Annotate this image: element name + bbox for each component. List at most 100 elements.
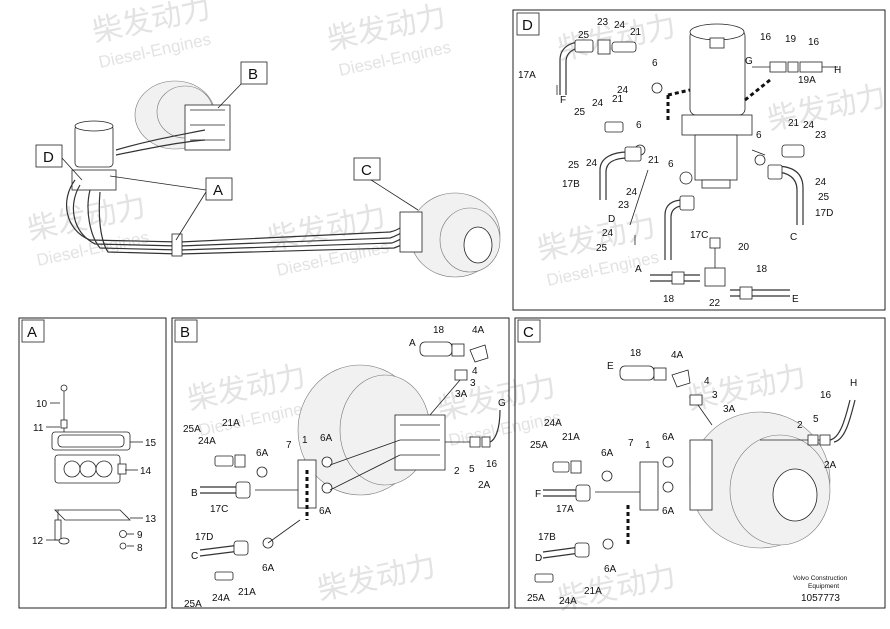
panel-a-title: A — [27, 324, 37, 341]
label-c-7: 7 — [628, 438, 634, 449]
label-d-18-2: 18 — [756, 264, 768, 275]
label-c-2a: 2A — [824, 460, 837, 471]
label-a-15: 15 — [145, 438, 157, 449]
label-b-4: 4 — [472, 366, 478, 377]
label-b-6a-2: 6A — [320, 433, 333, 444]
label-b-7: 7 — [286, 440, 292, 451]
label-b-21a-2: 21A — [238, 587, 256, 598]
label-b-4a: 4A — [472, 325, 485, 336]
label-d-25-2: 25 — [574, 107, 586, 118]
label-b-24a-2: 24A — [212, 593, 230, 604]
label-c-24a: 24A — [544, 418, 562, 429]
label-c-4a: 4A — [671, 350, 684, 361]
label-a-8: 8 — [137, 543, 143, 554]
label-c-17b: 17B — [538, 532, 556, 543]
label-a-13: 13 — [145, 514, 157, 525]
label-c-2: 2 — [797, 420, 803, 431]
label-c-6a-4: 6A — [604, 564, 617, 575]
panel-b-title-box — [174, 319, 198, 343]
label-c-h: H — [850, 378, 857, 389]
label-b-25a: 25A — [183, 424, 201, 435]
label-d-21-3: 21 — [648, 155, 660, 166]
overview-drawing: B D A C — [35, 61, 501, 278]
panel-c-title: C — [523, 324, 534, 341]
label-a-11: 11 — [33, 423, 44, 434]
callout-c: C — [361, 162, 372, 179]
label-d-6: 6 — [652, 58, 658, 69]
label-b-25a-2: 25A — [184, 599, 202, 610]
callout-b: B — [248, 66, 258, 83]
callout-box-d[interactable] — [35, 144, 63, 168]
label-b-1: 1 — [302, 435, 308, 446]
label-d-17c: 17C — [690, 230, 708, 241]
callout-box-c[interactable] — [353, 157, 381, 181]
label-c-3: 3 — [712, 390, 718, 401]
label-b-24a: 24A — [198, 436, 216, 447]
callout-box-a[interactable] — [205, 177, 233, 201]
maker-line-1: Volvo Construction — [793, 575, 848, 582]
label-c-4: 4 — [704, 376, 710, 387]
mounting-bracket — [54, 509, 131, 521]
label-d-19: 19 — [785, 34, 797, 45]
label-d-24-2: 24 — [617, 85, 629, 96]
label-d-g: G — [745, 56, 753, 67]
label-b-6a-4: 6A — [262, 563, 275, 574]
label-d-22: 22 — [709, 298, 721, 309]
label-a-9: 9 — [137, 530, 143, 541]
label-d-6-4: 6 — [756, 130, 762, 141]
label-d-18: 18 — [663, 294, 675, 305]
label-d-25-4: 25 — [596, 243, 608, 254]
label-c-25a: 25A — [530, 440, 548, 451]
label-d-24-8: 24 — [815, 177, 827, 188]
label-d-25: 25 — [578, 30, 590, 41]
label-b-5: 5 — [469, 464, 475, 475]
label-b-g: G — [498, 398, 506, 409]
panel-b: B — [171, 317, 510, 610]
maker-line-2: Equipment — [808, 583, 839, 590]
label-c-21a: 21A — [562, 432, 580, 443]
label-a-10: 10 — [36, 399, 48, 410]
label-d-24-3: 24 — [592, 98, 604, 109]
panel-a-title-box — [21, 319, 45, 343]
label-b-a: A — [409, 338, 416, 349]
label-c-f: F — [535, 489, 541, 500]
callout-box-b[interactable] — [240, 61, 268, 85]
panel-d: D — [512, 9, 886, 311]
label-c-6a-3: 6A — [662, 506, 675, 517]
label-d-6-2: 6 — [636, 120, 642, 131]
label-d-23: 23 — [597, 17, 609, 28]
label-d-23-3: 23 — [815, 130, 827, 141]
label-b-21a: 21A — [222, 418, 240, 429]
label-d-16: 16 — [760, 32, 772, 43]
label-d-17a: 17A — [518, 70, 536, 81]
watermark-cn: 柴发动力 — [315, 550, 439, 607]
label-a-12: 12 — [32, 536, 44, 547]
panel-c-title-box — [517, 319, 541, 343]
label-b-6a-3: 6A — [319, 506, 332, 517]
label-d-24-5: 24 — [626, 187, 638, 198]
label-a-14: 14 — [140, 466, 152, 477]
label-d-16-2: 16 — [808, 37, 820, 48]
label-d-21-4: 21 — [788, 118, 800, 129]
label-d-23-2: 23 — [618, 200, 630, 211]
callout-a: A — [213, 182, 223, 199]
label-c-3a: 3A — [723, 404, 736, 415]
label-b-18: 18 — [433, 325, 445, 336]
label-c-18: 18 — [630, 348, 642, 359]
watermark-cn: 柴发动力 — [555, 10, 679, 67]
label-b-2a: 2A — [478, 480, 491, 491]
panel-a: A 10 11 15 14 13 12 9 — [18, 317, 167, 609]
rear-valve-block — [184, 104, 231, 151]
callout-d: D — [43, 149, 54, 166]
label-b-b: B — [191, 488, 198, 499]
label-c-25a-2: 25A — [527, 593, 545, 604]
label-c-1: 1 — [645, 440, 651, 451]
label-b-16: 16 — [486, 459, 498, 470]
label-d-6-3: 6 — [668, 159, 674, 170]
label-d-21: 21 — [630, 27, 642, 38]
panel-b-title: B — [180, 324, 190, 341]
label-c-e: E — [607, 361, 614, 372]
flange-plate-c — [639, 461, 659, 511]
label-d-24-4: 24 — [586, 158, 598, 169]
